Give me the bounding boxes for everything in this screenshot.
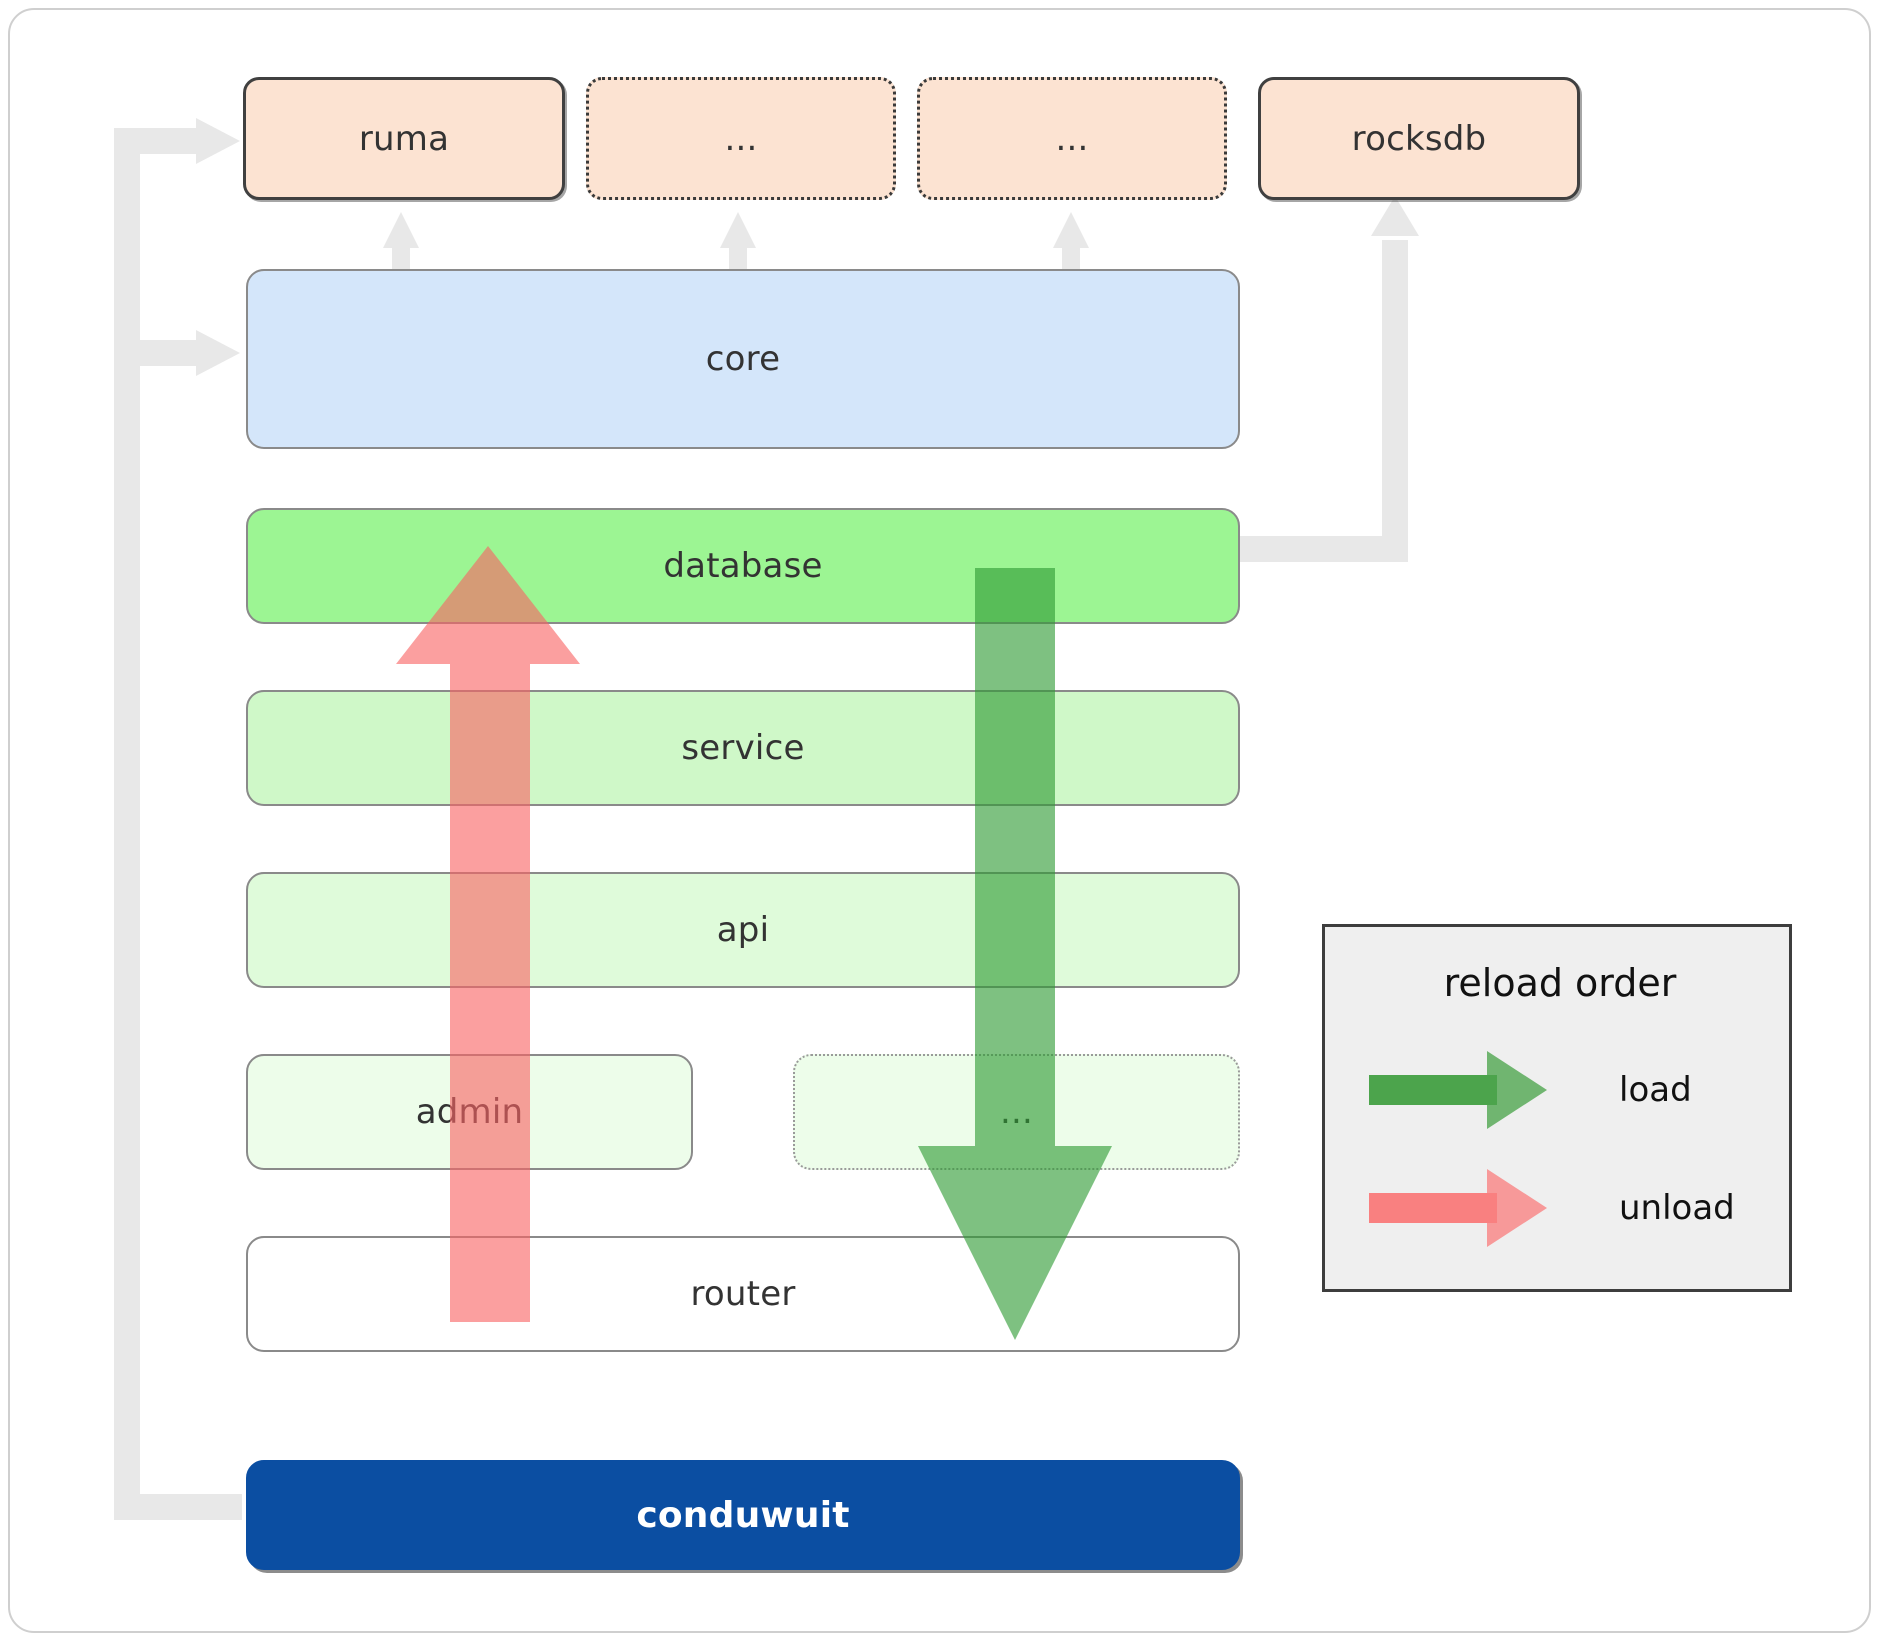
node-dep-ellipsis-1[interactable]: ... xyxy=(586,77,896,200)
node-admin-label: admin xyxy=(415,1092,524,1132)
legend-row-load: load xyxy=(1369,1045,1769,1135)
node-router-label: router xyxy=(690,1274,796,1314)
node-api[interactable]: api xyxy=(246,872,1240,988)
legend-panel: reload order load unload xyxy=(1322,924,1792,1292)
node-rocksdb[interactable]: rocksdb xyxy=(1258,77,1580,200)
node-admin[interactable]: admin xyxy=(246,1054,693,1170)
node-service[interactable]: service xyxy=(246,690,1240,806)
legend-title: reload order xyxy=(1443,961,1677,1005)
node-rocksdb-label: rocksdb xyxy=(1351,118,1487,159)
node-api-label: api xyxy=(716,910,770,950)
node-ruma-label: ruma xyxy=(358,118,450,159)
node-dep-ellipsis-1-label: ... xyxy=(724,118,758,159)
node-core[interactable]: core xyxy=(246,269,1240,449)
node-database[interactable]: database xyxy=(246,508,1240,624)
node-conduwuit[interactable]: conduwuit xyxy=(246,1460,1240,1570)
unload-arrow-icon xyxy=(1369,1169,1547,1247)
node-layer-ellipsis[interactable]: ... xyxy=(793,1054,1240,1170)
node-dep-ellipsis-2[interactable]: ... xyxy=(917,77,1227,200)
node-core-label: core xyxy=(705,339,781,379)
load-arrow-icon xyxy=(1369,1051,1547,1129)
legend-label-unload: unload xyxy=(1619,1188,1735,1228)
node-service-label: service xyxy=(681,728,805,768)
node-database-label: database xyxy=(663,546,823,586)
node-router[interactable]: router xyxy=(246,1236,1240,1352)
node-ruma[interactable]: ruma xyxy=(243,77,565,200)
legend-row-unload: unload xyxy=(1369,1163,1769,1253)
node-conduwuit-label: conduwuit xyxy=(636,1494,850,1536)
node-layer-ellipsis-label: ... xyxy=(999,1092,1034,1132)
legend-label-load: load xyxy=(1619,1070,1692,1110)
node-dep-ellipsis-2-label: ... xyxy=(1055,118,1089,159)
